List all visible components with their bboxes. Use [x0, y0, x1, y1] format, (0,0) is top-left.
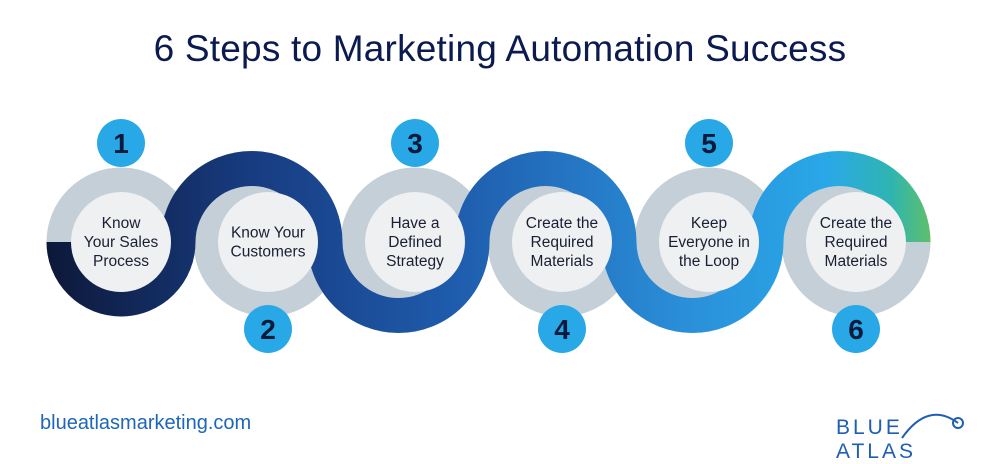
step-badge-6 [832, 305, 880, 353]
step-badge-3 [391, 119, 439, 167]
step-label-line: Everyone in [668, 234, 750, 251]
step-number-1: 1 [113, 128, 129, 159]
step-number-3: 3 [407, 128, 423, 159]
step-label-line: Create the [820, 215, 892, 232]
step-label-line: Know [102, 215, 142, 232]
step-label-line: Know Your [231, 225, 305, 242]
ribbon-path [46, 151, 931, 333]
step-number-2: 2 [260, 314, 276, 345]
step-badge-5 [685, 119, 733, 167]
step-label-line: Process [93, 253, 149, 270]
step-label-line: Your Sales [84, 234, 159, 251]
website-link[interactable]: blueatlasmarketing.com [40, 412, 252, 434]
step-circle-6 [806, 192, 906, 292]
step-number-5: 5 [701, 128, 717, 159]
step-circle-2 [218, 192, 318, 292]
step-circle-3 [365, 192, 465, 292]
step-circles [71, 192, 906, 292]
blue-atlas-logo: BLUE ATLAS [836, 405, 976, 463]
step-label-line: Create the [526, 215, 598, 232]
logo-wordmark: BLUE ATLAS [836, 416, 916, 463]
page-title: 6 Steps to Marketing Automation Success [153, 28, 847, 69]
step-label-line: Required [825, 234, 888, 251]
step-badge-4 [538, 305, 586, 353]
step-circle-5 [659, 192, 759, 292]
step-label-line: Keep [691, 215, 727, 232]
step-label-line: Strategy [386, 253, 444, 270]
step-badge-2 [244, 305, 292, 353]
step-label-line: the Loop [679, 253, 739, 270]
step-circle-4 [512, 192, 612, 292]
step-badges: 1 2 3 4 5 6 [97, 119, 880, 353]
step-label-line: Materials [531, 253, 594, 270]
step-circle-1 [71, 192, 171, 292]
step-label-line: Materials [825, 253, 888, 270]
progress-ribbon [46, 151, 931, 333]
step-label-line: Required [531, 234, 594, 251]
step-badge-1 [97, 119, 145, 167]
step-label-line: Defined [388, 234, 441, 251]
logo-arc-icon [901, 413, 964, 439]
step-label-line: Have a [390, 215, 439, 232]
step-number-4: 4 [554, 314, 570, 345]
step-label-line: Customers [231, 244, 306, 261]
step-number-6: 6 [848, 314, 864, 345]
